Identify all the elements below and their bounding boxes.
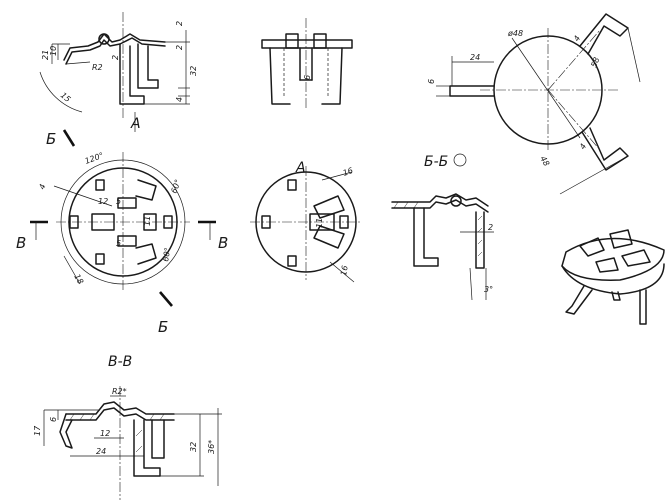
- dim-36-star: 36*: [207, 440, 216, 454]
- section-b-b: Б-Б 2 3°: [391, 153, 494, 301]
- dim-4-plan: 4: [578, 142, 588, 151]
- dim-2-a: 2: [111, 55, 120, 60]
- rotation-mark-icon: [453, 153, 467, 167]
- dim-12-top: 12: [98, 197, 108, 206]
- view-a-plan: A 16 11 16: [250, 160, 362, 283]
- dim-60deg-a: 60°: [169, 178, 182, 194]
- dim-32-vv: 32: [189, 442, 198, 452]
- dim-16-b: 16: [339, 265, 350, 277]
- dim-11-a: 11: [315, 218, 324, 228]
- dim-11-top: 11: [143, 216, 152, 226]
- dim-4: 4: [175, 97, 184, 102]
- side-view: 21 10 R2 15 2 2 2 32 4 A: [39, 12, 198, 132]
- dim-24-vv: 24: [96, 447, 106, 456]
- dim-48: 48: [538, 155, 551, 168]
- front-view: 6: [261, 18, 353, 110]
- dim-phi48: ø48: [507, 29, 523, 38]
- dim-12-vv: 12: [100, 429, 110, 438]
- dim-17: 17: [33, 425, 42, 436]
- dim-16-a: 16: [342, 166, 355, 178]
- dim-58: 58: [589, 56, 601, 69]
- view-label-a: A: [295, 160, 306, 176]
- dim-18: 18: [72, 273, 85, 286]
- dim-21: 21: [41, 50, 50, 60]
- dim-6-plan: 6: [427, 79, 436, 84]
- cut-label-b-top: Б: [46, 130, 56, 148]
- dim-R2-star: R2*: [112, 387, 127, 396]
- dim-6-front: 6: [303, 75, 312, 80]
- plan-view-legs: ø48 24 6 58 48 4 4: [427, 13, 641, 195]
- isometric-view: [561, 229, 665, 325]
- dim-4-top: 4: [37, 183, 47, 191]
- cut-label-v-left: В: [16, 234, 26, 252]
- section-label-bb: Б-Б: [424, 154, 448, 170]
- section-v-v: В-В R2* 6 17 12 24 32 36*: [33, 354, 222, 500]
- dim-R2: R2: [92, 63, 103, 72]
- dim-2-section: 2: [488, 223, 493, 232]
- dim-2-c: 2: [175, 45, 184, 50]
- cut-label-b-bottom: Б: [158, 318, 168, 336]
- dim-10: 10: [49, 46, 58, 56]
- dim-2-b: 2: [175, 21, 184, 26]
- dim-3deg: 3°: [484, 285, 493, 294]
- dim-5-top-a: 5: [116, 197, 121, 206]
- dim-60deg-b: 60°: [161, 247, 172, 263]
- cut-label-v-right: В: [218, 234, 228, 252]
- top-plan-view: В В Б Б 4 120° 60° 12 5 11 5 18 60°: [16, 129, 228, 336]
- section-label-vv: В-В: [108, 354, 132, 370]
- dim-32: 32: [189, 66, 198, 76]
- dim-5-top-b: 5: [116, 239, 121, 248]
- dim-24-plan: 24: [470, 53, 480, 62]
- dim-4-plan-b: 4: [572, 34, 582, 43]
- dim-6-vv: 6: [49, 417, 58, 422]
